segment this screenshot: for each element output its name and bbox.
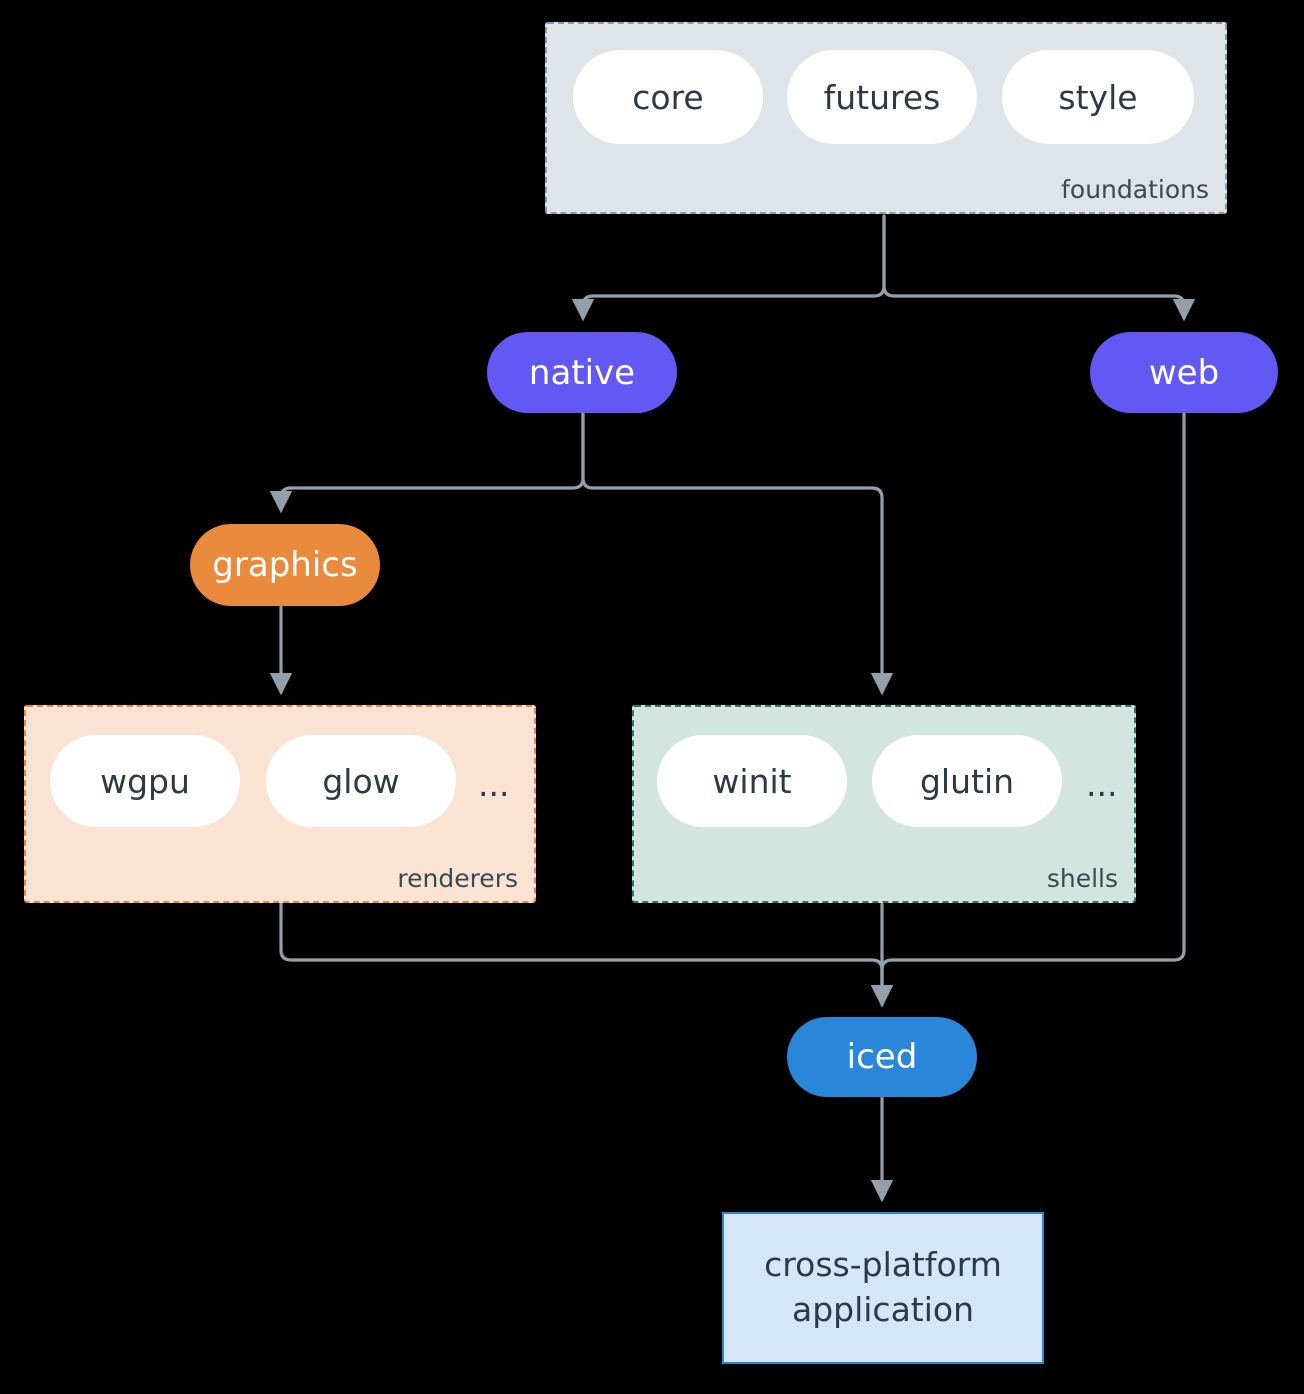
node-graphics-label: graphics: [212, 545, 358, 585]
group-label-foundations: foundations: [1061, 175, 1209, 204]
node-glutin-label: glutin: [919, 761, 1015, 801]
node-application[interactable]: cross-platform application: [722, 1212, 1044, 1364]
node-application-label-line1: cross-platform: [764, 1245, 1002, 1285]
node-glow[interactable]: glow: [266, 735, 456, 827]
node-native[interactable]: native: [487, 332, 677, 413]
node-futures-label: futures: [823, 77, 941, 117]
edge-renderers-iced: [279, 902, 894, 1008]
node-web-label: web: [1148, 352, 1220, 393]
edge-foundations-web: [882, 214, 1196, 322]
shells-ellipsis: ...: [1086, 765, 1118, 804]
node-core[interactable]: core: [573, 50, 763, 144]
node-winit[interactable]: winit: [657, 735, 847, 827]
node-web[interactable]: web: [1090, 332, 1278, 413]
group-label-renderers: renderers: [397, 864, 518, 893]
edge-native-shells: [581, 411, 894, 696]
node-winit-label: winit: [712, 761, 792, 801]
node-application-label-line2: application: [791, 1290, 975, 1329]
edge-foundations-native: [571, 214, 886, 322]
node-wgpu[interactable]: wgpu: [50, 735, 240, 827]
edge-native-graphics: [269, 411, 585, 514]
node-core-label: core: [632, 77, 704, 117]
node-graphics[interactable]: graphics: [190, 524, 380, 606]
group-label-shells: shells: [1046, 864, 1118, 893]
node-glow-label: glow: [322, 761, 400, 801]
node-native-label: native: [528, 352, 636, 393]
node-glutin[interactable]: glutin: [872, 735, 1062, 827]
node-iced[interactable]: iced: [787, 1017, 977, 1097]
node-wgpu-label: wgpu: [100, 761, 190, 801]
node-style-label: style: [1058, 77, 1138, 117]
node-futures[interactable]: futures: [787, 50, 977, 144]
node-iced-label: iced: [846, 1037, 918, 1077]
renderers-ellipsis: ...: [478, 765, 510, 804]
node-style[interactable]: style: [1002, 50, 1194, 144]
